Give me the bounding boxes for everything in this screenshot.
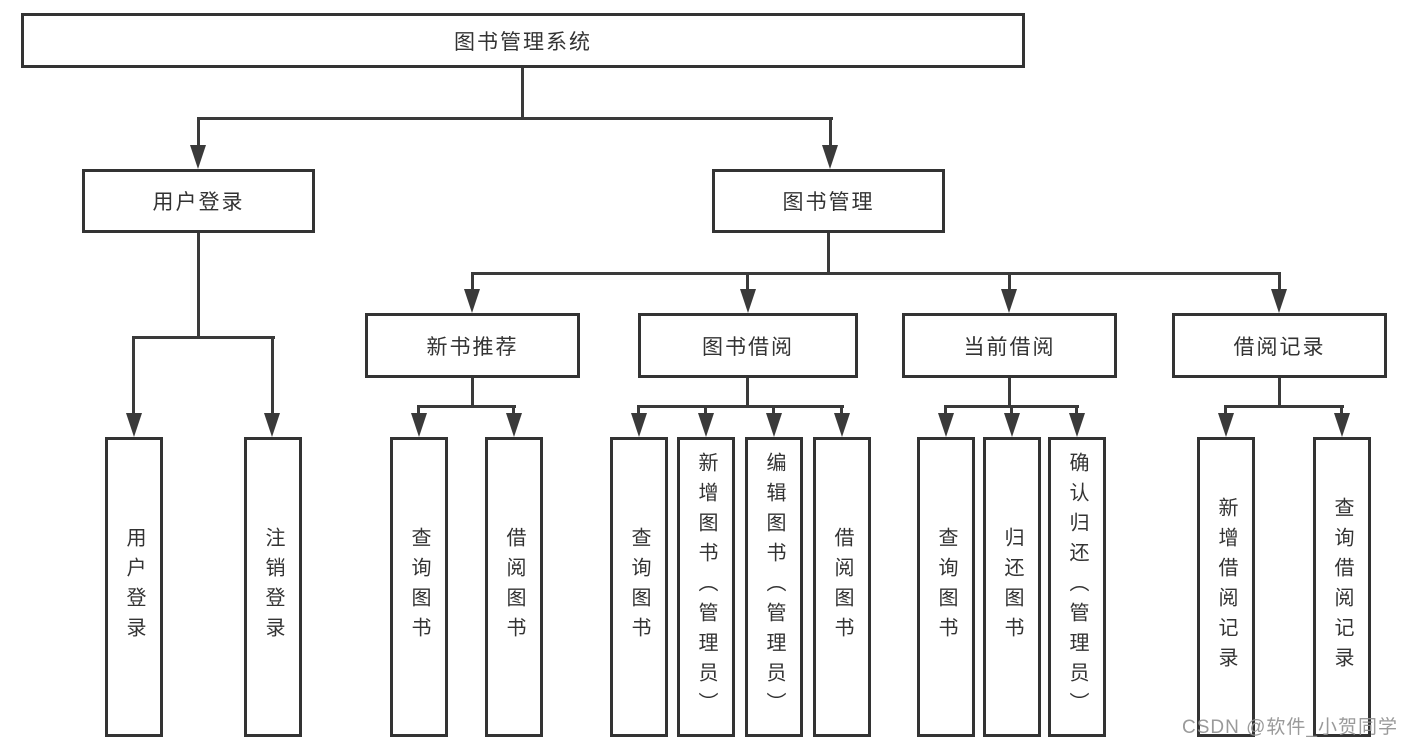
connector-line xyxy=(132,336,135,416)
connector-line xyxy=(827,233,830,275)
connector-line xyxy=(197,117,833,120)
leaf-query-borrow-record: 查询借阅记录 xyxy=(1313,437,1371,737)
arrow-down-icon xyxy=(190,145,206,169)
connector-line xyxy=(772,405,775,416)
connector-line xyxy=(840,405,843,416)
connector-line xyxy=(746,272,749,292)
connector-line xyxy=(637,405,844,408)
leaf-query-book-borrow: 查询图书 xyxy=(610,437,668,737)
node-library-management-system: 图书管理系统 xyxy=(21,13,1025,68)
connector-line xyxy=(197,117,200,147)
connector-line xyxy=(1224,405,1344,408)
connector-line xyxy=(944,405,947,416)
connector-line xyxy=(471,272,1281,275)
connector-line xyxy=(521,68,524,120)
csdn-watermark: CSDN @软件_小贺同学 xyxy=(1182,717,1398,738)
connector-line xyxy=(417,405,516,408)
leaf-borrow-book-recommend: 借阅图书 xyxy=(485,437,543,737)
arrow-down-icon xyxy=(938,413,954,437)
arrow-down-icon xyxy=(1069,413,1085,437)
connector-line xyxy=(1010,405,1013,416)
connector-line xyxy=(746,378,749,408)
node-borrow-record: 借阅记录 xyxy=(1172,313,1387,378)
connector-line xyxy=(271,336,274,416)
arrow-down-icon xyxy=(822,145,838,169)
node-user-login: 用户登录 xyxy=(82,169,315,233)
arrow-down-icon xyxy=(464,289,480,313)
connector-line xyxy=(1278,272,1281,292)
connector-line xyxy=(471,378,474,408)
leaf-borrow-book: 借阅图书 xyxy=(813,437,871,737)
connector-line xyxy=(704,405,707,416)
leaf-add-borrow-record: 新增借阅记录 xyxy=(1197,437,1255,737)
connector-line xyxy=(1224,405,1227,416)
leaf-query-book-recommend: 查询图书 xyxy=(390,437,448,737)
connector-line xyxy=(1075,405,1078,416)
arrow-down-icon xyxy=(1334,413,1350,437)
arrow-down-icon xyxy=(1271,289,1287,313)
leaf-return-book: 归还图书 xyxy=(983,437,1041,737)
connector-line xyxy=(512,405,515,416)
arrow-down-icon xyxy=(1004,413,1020,437)
leaf-confirm-return-admin: 确认归还（管理员） xyxy=(1048,437,1106,737)
connector-line xyxy=(1340,405,1343,416)
node-book-management: 图书管理 xyxy=(712,169,945,233)
arrow-down-icon xyxy=(740,289,756,313)
connector-line xyxy=(417,405,420,416)
arrow-down-icon xyxy=(264,413,280,437)
connector-line xyxy=(1008,378,1011,408)
leaf-add-book-admin: 新增图书（管理员） xyxy=(677,437,735,737)
arrow-down-icon xyxy=(698,413,714,437)
connector-line xyxy=(471,272,474,292)
arrow-down-icon xyxy=(834,413,850,437)
node-new-book-recommend: 新书推荐 xyxy=(365,313,580,378)
arrow-down-icon xyxy=(766,413,782,437)
leaf-user-login: 用户登录 xyxy=(105,437,163,737)
leaf-edit-book-admin: 编辑图书（管理员） xyxy=(745,437,803,737)
connector-line xyxy=(197,233,200,339)
connector-line xyxy=(132,336,275,339)
leaf-logout: 注销登录 xyxy=(244,437,302,737)
arrow-down-icon xyxy=(1001,289,1017,313)
connector-line xyxy=(1008,272,1011,292)
arrow-down-icon xyxy=(411,413,427,437)
node-current-borrow: 当前借阅 xyxy=(902,313,1117,378)
leaf-query-book-current: 查询图书 xyxy=(917,437,975,737)
connector-line xyxy=(637,405,640,416)
arrow-down-icon xyxy=(1218,413,1234,437)
arrow-down-icon xyxy=(631,413,647,437)
arrow-down-icon xyxy=(126,413,142,437)
arrow-down-icon xyxy=(506,413,522,437)
connector-line xyxy=(829,117,832,147)
node-book-borrow: 图书借阅 xyxy=(638,313,858,378)
connector-line xyxy=(1278,378,1281,408)
